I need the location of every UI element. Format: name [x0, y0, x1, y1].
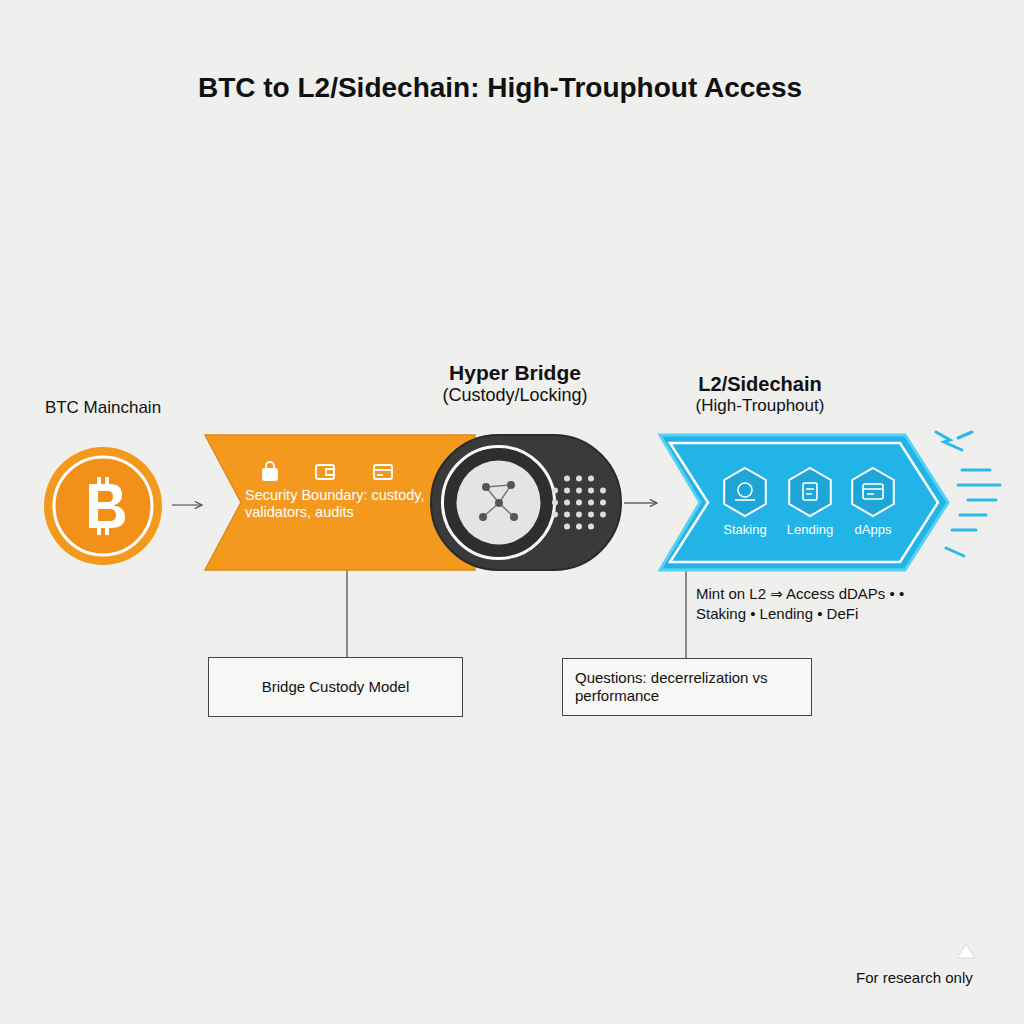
grid-dot — [564, 500, 570, 506]
grid-dot — [552, 512, 558, 518]
corner-mark — [957, 944, 975, 958]
grid-dot — [588, 500, 594, 506]
grid-dot — [576, 524, 582, 530]
watermark-text: For research only — [856, 968, 1006, 988]
coin-icon — [735, 499, 755, 501]
lock-ring — [443, 447, 555, 559]
feature-hexagon-text: Lending — [779, 522, 841, 538]
grid-dot — [564, 524, 570, 530]
speed-line — [962, 469, 990, 472]
spark-mark — [936, 432, 962, 450]
mint-note: Mint on L2 ⇒ Access dDAPs • • Staking • … — [696, 584, 914, 623]
grid-dot — [588, 488, 594, 494]
grid-dot — [600, 488, 606, 494]
coin-icon — [738, 483, 752, 497]
feature-hexagon-text: Staking — [714, 522, 776, 538]
l2-chevron: L2/Sidechain(High-Trouphout) StakingLendi… — [660, 362, 955, 570]
coin-ring — [54, 457, 152, 555]
network-dot — [510, 513, 518, 521]
l2-chevron-text: (High-Trouphout) — [660, 396, 860, 416]
network-dot — [479, 513, 487, 521]
bridge-capsule: Hyper Bridge(Custody/Locking) — [430, 352, 622, 570]
feature-hexagon: Staking — [714, 466, 776, 538]
security-chevron-text: Security Boundary: custody, validators, … — [245, 487, 430, 522]
hexagon-shape — [789, 468, 831, 516]
speed-line — [952, 529, 976, 532]
spark-mark — [958, 432, 972, 438]
lock-icon — [263, 469, 277, 480]
grid-dot — [552, 500, 558, 506]
speed-lines — [936, 432, 1000, 556]
feature-hexagon-outline — [785, 466, 835, 518]
grid-dot — [564, 488, 570, 494]
feature-hexagon-outline — [720, 466, 770, 518]
chevron-inner-line — [670, 443, 938, 562]
chevron-shape — [660, 435, 948, 570]
hexagon-shape — [724, 468, 766, 516]
document-icon — [806, 489, 814, 494]
grid-dot — [576, 512, 582, 518]
grid-dot — [552, 488, 558, 494]
note-box: Questions: decerrelization vs performanc… — [562, 658, 812, 716]
hexagon-shape — [852, 468, 894, 516]
lock-icon — [266, 462, 274, 469]
wallet-icon — [326, 469, 334, 475]
speed-line — [958, 484, 1000, 487]
grid-dot — [576, 488, 582, 494]
connector-line — [685, 570, 686, 658]
connector-line — [346, 570, 347, 657]
grid-dot — [564, 512, 570, 518]
hexagon-icon — [735, 483, 755, 500]
feature-hexagon: dApps — [842, 466, 904, 538]
diagram-title: BTC to L2/Sidechain: High-Trouphout Acce… — [0, 72, 1000, 104]
bitcoin-node: BTC Mainchain — [36, 398, 170, 568]
hexagon-icon — [803, 483, 817, 500]
bridge-capsule-text: Hyper Bridge — [430, 360, 600, 385]
grid-dot — [576, 500, 582, 506]
network-dot — [482, 483, 490, 491]
bitcoin-node-text: BTC Mainchain — [36, 398, 170, 418]
speed-line — [946, 548, 964, 556]
grid-dot — [588, 476, 594, 482]
connector-line — [172, 504, 202, 505]
card-icon — [377, 474, 383, 476]
security-icons — [263, 462, 392, 480]
bridge-capsule-outline — [431, 435, 621, 570]
grid-dot — [576, 476, 582, 482]
grid-dot — [600, 500, 606, 506]
window-icon — [863, 489, 883, 494]
document-icon — [803, 483, 817, 500]
grid-dot — [588, 512, 594, 518]
bitcoin-glyph — [89, 484, 125, 528]
lock-core — [457, 461, 541, 545]
connector-line — [624, 502, 657, 503]
bitcoin-node-outline — [43, 446, 163, 566]
bridge-capsule-text: (Custody/Locking) — [430, 385, 600, 407]
feature-hexagon: Lending — [779, 466, 841, 538]
grid-dot — [588, 524, 594, 530]
card-icon — [374, 469, 392, 471]
hexagon-icon — [863, 484, 883, 499]
grid-dot — [600, 512, 606, 518]
grid-dot — [564, 476, 570, 482]
note-box-text: Bridge Custody Model — [219, 678, 452, 696]
network-dot — [507, 481, 515, 489]
feature-hexagon-outline — [848, 466, 898, 518]
note-box-text: Questions: decerrelization vs performanc… — [575, 669, 799, 705]
capsule-shape — [431, 435, 621, 570]
note-box: Bridge Custody Model — [208, 657, 463, 717]
window-icon — [863, 484, 883, 499]
speed-line — [968, 499, 996, 502]
speed-line — [960, 514, 986, 517]
coin-disc — [44, 447, 162, 565]
wallet-icon — [316, 465, 334, 479]
card-icon — [374, 465, 392, 479]
feature-hexagon-text: dApps — [842, 522, 904, 538]
l2-chevron-text: L2/Sidechain — [660, 372, 860, 396]
network-dot — [495, 499, 503, 507]
